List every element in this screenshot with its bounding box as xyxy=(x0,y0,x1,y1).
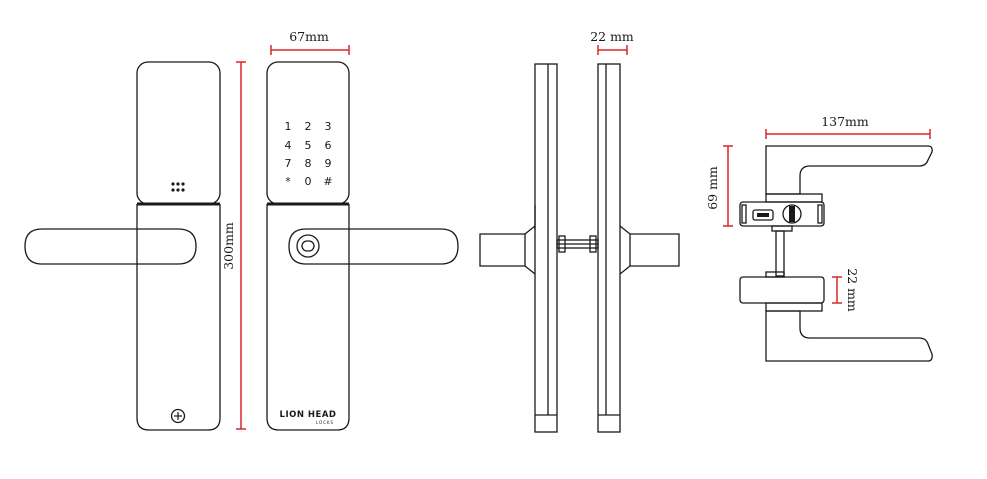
brand-name: LION HEAD xyxy=(280,410,337,420)
keypad-key[interactable]: 0 xyxy=(305,175,312,188)
top-unit-height-dimension: 69 mm xyxy=(705,145,733,227)
keypad-key[interactable]: 7 xyxy=(285,157,292,170)
front-panel-lower xyxy=(266,204,350,431)
keypad: 1 2 3 4 5 6 7 8 9 * 0 # xyxy=(285,120,333,188)
keypad-key[interactable]: 6 xyxy=(325,139,332,152)
width-dimension-label: 67mm xyxy=(289,29,329,44)
back-sensor-dots xyxy=(171,182,185,192)
top-unit-height-label: 69 mm xyxy=(705,166,720,210)
keypad-key[interactable]: 8 xyxy=(305,157,312,170)
fingerprint-reader-icon[interactable] xyxy=(296,234,320,258)
keypad-key[interactable]: # xyxy=(323,175,332,188)
keypad-key[interactable]: * xyxy=(285,175,291,188)
keypad-key[interactable]: 1 xyxy=(285,120,292,133)
keypad-key[interactable]: 9 xyxy=(325,157,332,170)
keypad-key[interactable]: 5 xyxy=(305,139,312,152)
handle-length-label: 137mm xyxy=(821,114,869,129)
back-handle xyxy=(24,228,197,265)
keypad-key[interactable]: 3 xyxy=(325,120,332,133)
thickness-dimension-label: 22 mm xyxy=(590,29,634,44)
keypad-key[interactable]: 2 xyxy=(305,120,312,133)
keypad-key[interactable]: 4 xyxy=(285,139,292,152)
height-dimension: 300mm xyxy=(221,61,246,430)
brand-sub: LOCKS xyxy=(316,420,334,425)
width-dimension: 67mm xyxy=(270,29,350,55)
height-dimension-label: 300mm xyxy=(221,222,236,270)
front-view: 1 2 3 4 5 6 7 8 9 * 0 # LION HEAD LOCKS xyxy=(266,61,459,431)
side-view xyxy=(479,63,680,433)
handle-length-dimension: 137mm xyxy=(765,114,931,139)
thickness-dimension: 22 mm xyxy=(590,29,634,55)
back-panel-lower xyxy=(136,204,221,431)
key-cylinder-icon xyxy=(170,408,186,424)
brand-logo: LION HEAD LOCKS xyxy=(280,410,337,425)
bottom-unit-thickness-dimension: 22 mm xyxy=(832,268,860,312)
front-handle xyxy=(288,228,459,265)
back-view xyxy=(24,61,221,431)
bottom-unit-thickness-label: 22 mm xyxy=(845,268,860,312)
handle-assembly-view xyxy=(739,145,933,362)
